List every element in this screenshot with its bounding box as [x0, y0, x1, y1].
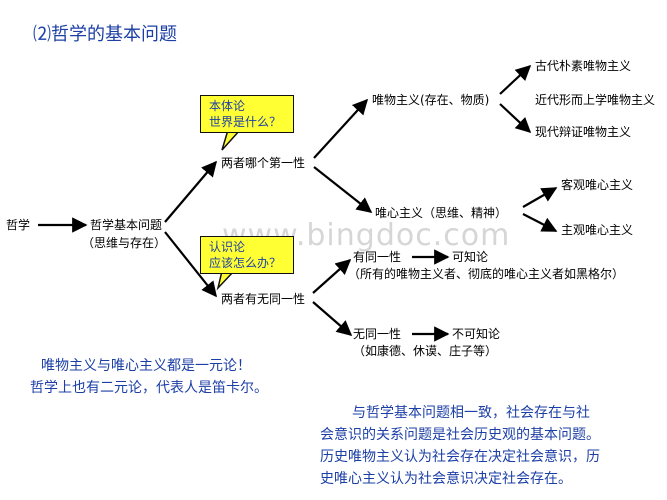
- social-note-line3: 历史唯物主义认为社会存在决定社会意识，历: [320, 449, 600, 465]
- arrow-question-to-which-first: [164, 160, 217, 223]
- arrow-which-first-to-materialism: [313, 98, 369, 159]
- node-materialism: 唯物主义(存在、物质): [372, 93, 490, 107]
- node-knowable: 可知论: [452, 250, 489, 264]
- arrow-materialism-to-dialectical: [499, 103, 532, 134]
- ontology-callout: 本体论 世界是什么？: [200, 95, 294, 133]
- node-which-first: 两者哪个第一性: [221, 156, 306, 170]
- node-has-identity-note: （所有的唯物主义者、彻底的唯心主义者如黑格尔）: [348, 267, 625, 281]
- node-identity: 两者有无同一性: [221, 292, 306, 306]
- monism-note-line2: 哲学上也有二元论，代表人是笛卡尔。: [30, 380, 268, 396]
- node-has-identity: 有同一性: [353, 250, 402, 264]
- node-no-identity: 无同一性: [353, 327, 402, 341]
- node-basic-question-sub: （思维与存在）: [82, 236, 167, 250]
- social-note-line4: 史唯心主义认为社会意识决定社会存在。: [320, 471, 572, 487]
- node-idealism: 唯心主义（思维、精神）: [375, 206, 508, 220]
- epistemology-callout-line1: 认识论: [209, 240, 246, 254]
- arrow-question-to-identity: [164, 231, 217, 298]
- epistemology-callout-line2: 应该怎么办？: [209, 256, 282, 270]
- ontology-callout-tail: [221, 129, 242, 151]
- node-subjective-idealism: 主观唯心主义: [561, 223, 634, 237]
- node-philosophy: 哲学: [6, 218, 31, 232]
- arrow-idealism-to-subjective: [522, 213, 558, 232]
- node-objective-idealism: 客观唯心主义: [561, 178, 634, 192]
- ontology-callout-line1: 本体论: [209, 99, 246, 113]
- page-title: ⑵哲学的基本问题: [33, 24, 177, 45]
- node-unknowable: 不可知论: [452, 327, 501, 341]
- arrow-which-first-to-idealism: [313, 166, 373, 213]
- social-note-line2: 会意识的关系问题是社会历史观的基本问题。: [320, 427, 600, 443]
- node-basic-question: 哲学基本问题: [90, 218, 163, 232]
- ontology-callout-line2: 世界是什么？: [209, 115, 282, 129]
- arrow-materialism-to-ancient: [499, 64, 532, 95]
- node-no-identity-note: （如康德、休谟、庄子等）: [353, 344, 498, 358]
- monism-note-line1: 唯物主义与唯心主义都是一元论！: [41, 358, 251, 374]
- social-note-line1: 与哲学基本问题相一致，社会存在与社: [352, 405, 590, 421]
- arrow-identity-to-no: [312, 301, 353, 337]
- arrow-idealism-to-objective: [522, 187, 558, 208]
- arrow-identity-to-has: [312, 258, 352, 294]
- node-ancient-materialism: 古代朴素唯物主义: [535, 59, 632, 73]
- epistemology-callout: 认识论 应该怎么办？: [200, 236, 294, 274]
- node-dialectical-materialism: 现代辩证唯物主义: [535, 125, 632, 139]
- node-modern-materialism: 近代形而上学唯物主义: [535, 93, 656, 107]
